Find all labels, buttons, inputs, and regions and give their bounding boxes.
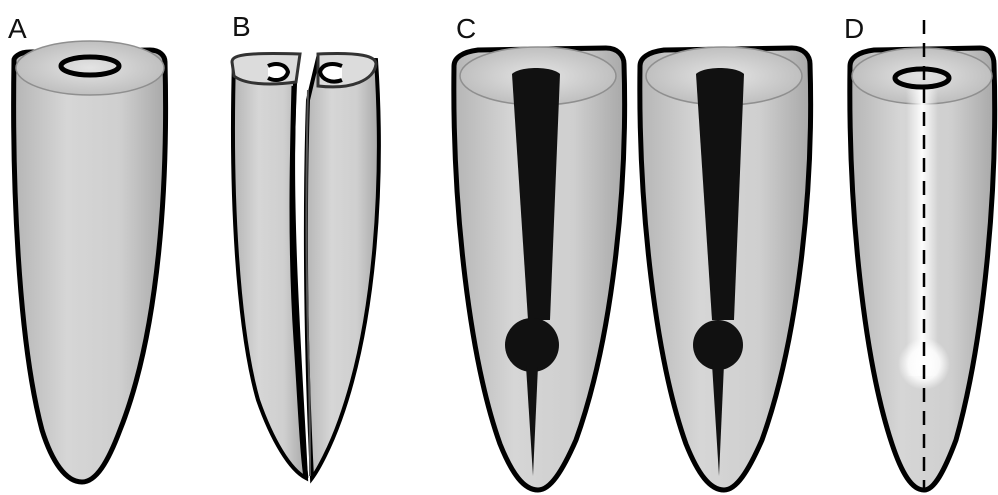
panel-label-b: B (232, 11, 251, 42)
root-fragment-right-b (306, 58, 379, 478)
panel-label-a: A (8, 13, 27, 44)
panel-b: B (232, 11, 379, 478)
panel-c: C (454, 13, 811, 490)
canal-half-left-b (268, 64, 288, 80)
panel-label-d: D (844, 13, 864, 44)
panel-d: D (844, 13, 995, 490)
root-top-left-b (232, 53, 300, 84)
root-body-a (14, 50, 166, 482)
lesion-filling-c1 (505, 318, 559, 372)
canal-radiolucency-d (906, 86, 938, 376)
canal-half-right-b (320, 64, 342, 82)
root-c1 (454, 47, 625, 490)
panel-label-c: C (456, 13, 476, 44)
root-c2 (640, 47, 811, 490)
root-top-surface-a (16, 41, 164, 95)
lesion-filling-c2 (693, 320, 743, 370)
panel-a: A (8, 13, 166, 482)
